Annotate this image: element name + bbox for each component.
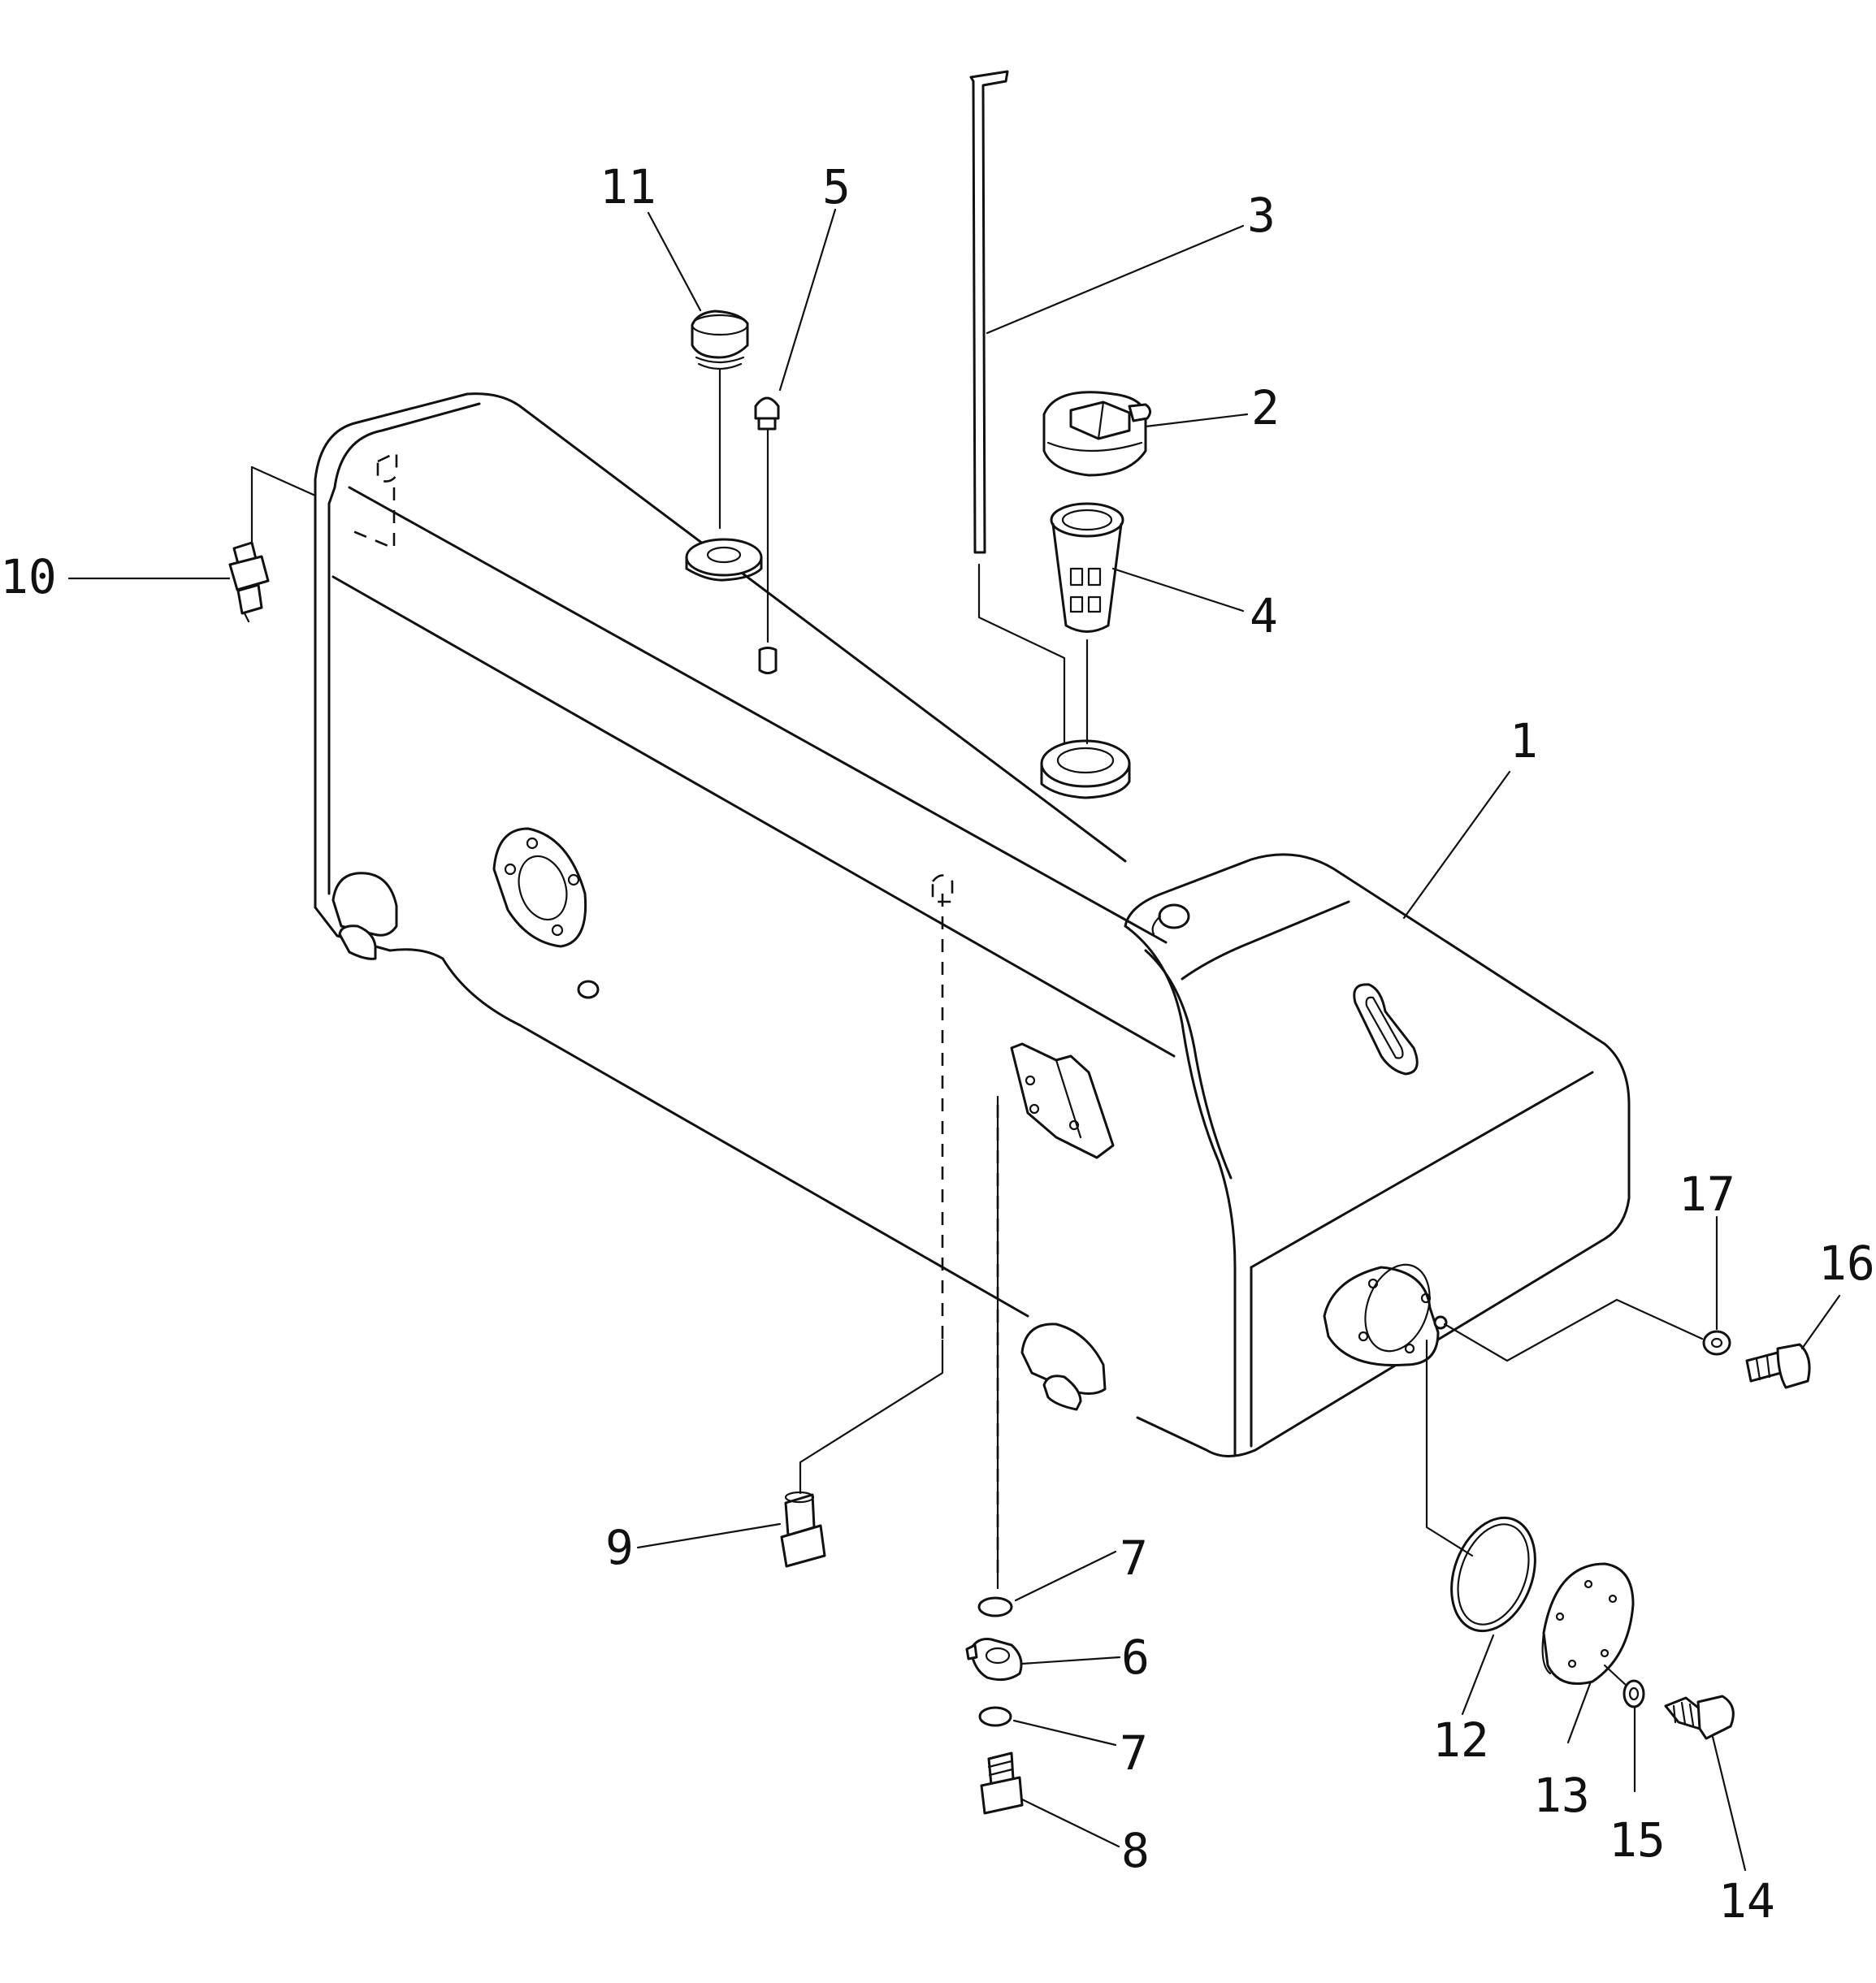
filler-neck xyxy=(1040,739,1131,799)
callout-8: 8 xyxy=(1121,1823,1150,1878)
callout-15: 15 xyxy=(1609,1812,1666,1868)
side-bracket xyxy=(1010,1042,1115,1159)
callout-2: 2 xyxy=(1251,380,1280,435)
callout-5: 5 xyxy=(822,159,851,214)
mounting-foot-left xyxy=(331,872,398,960)
callout-6: 6 xyxy=(1121,1630,1150,1685)
rear-flange xyxy=(1323,1263,1448,1367)
callout-9: 9 xyxy=(605,1520,634,1575)
callout-7-lower: 7 xyxy=(1120,1725,1148,1781)
callout-16: 16 xyxy=(1818,1236,1875,1291)
bolt-14-part xyxy=(1664,1695,1735,1740)
breather-boss xyxy=(685,538,763,582)
side-flange xyxy=(492,827,600,999)
callout-3: 3 xyxy=(1247,188,1276,243)
tank-top-fitting xyxy=(758,647,778,674)
washer-17-part xyxy=(1702,1330,1731,1356)
level-gauge-rod xyxy=(969,70,1009,554)
washer-15-part xyxy=(1623,1679,1645,1708)
fitting-part xyxy=(228,541,270,623)
mounting-foot-right xyxy=(1020,1323,1107,1411)
callout-labels: 1 2 3 4 5 6 7 7 8 9 10 11 12 13 14 15 16… xyxy=(0,159,1875,1929)
joint-part xyxy=(965,1638,1023,1682)
callout-14: 14 xyxy=(1718,1873,1775,1929)
callout-12: 12 xyxy=(1432,1712,1489,1768)
strainer-part xyxy=(1050,502,1124,633)
callout-10: 10 xyxy=(0,549,57,604)
o-ring-7-lower-part xyxy=(978,1706,1012,1727)
callout-7-upper: 7 xyxy=(1120,1531,1148,1586)
tank-body xyxy=(314,392,1631,1457)
hidden-lines xyxy=(344,450,999,1576)
breather-cap-part xyxy=(691,310,749,370)
cover-plate-part xyxy=(1541,1562,1635,1685)
o-ring-7-upper-part xyxy=(977,1596,1013,1617)
filler-cap-part xyxy=(1042,391,1151,477)
callout-11: 11 xyxy=(600,159,656,214)
bolt-16-part xyxy=(1745,1343,1811,1389)
drain-plug-part xyxy=(780,1491,826,1568)
callout-4: 4 xyxy=(1250,588,1278,643)
callout-1: 1 xyxy=(1510,713,1538,769)
callout-13: 13 xyxy=(1533,1768,1590,1823)
callout-17: 17 xyxy=(1679,1167,1735,1222)
valve-part xyxy=(754,396,780,431)
plug-part xyxy=(980,1751,1024,1815)
o-ring-part xyxy=(1450,1516,1536,1633)
